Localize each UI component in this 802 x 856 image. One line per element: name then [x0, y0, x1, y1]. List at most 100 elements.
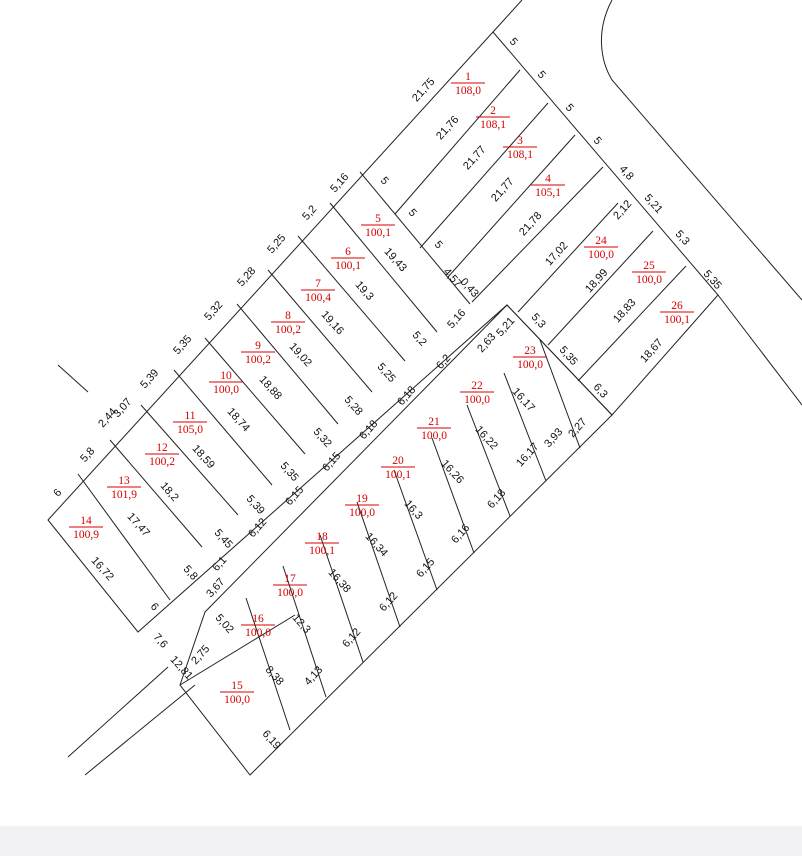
dimension-label: 19,02 [287, 341, 314, 369]
lot-divider [447, 134, 576, 278]
north-block-outline [47, 31, 719, 633]
dimension-label: 6,1 [210, 554, 229, 573]
dimension-label: 5,2 [410, 329, 429, 348]
lot-12: 12 100,2 [145, 442, 179, 468]
lot-number: 16 [252, 613, 264, 625]
dimension-label: 5,25 [375, 361, 398, 385]
lot-divider [319, 534, 364, 663]
dimension-label: 5,21 [494, 315, 517, 339]
dimension-label: 19,3 [353, 279, 376, 303]
dimension-labels: 55554,85,215,35,3521,7521,7621,7721,7721… [51, 36, 724, 752]
dimension-label: 18,67 [638, 337, 665, 365]
dimension-label: 6,15 [283, 484, 306, 508]
dimension-label: 21,78 [517, 210, 544, 238]
lot-divider [503, 372, 547, 482]
lot-area: 100,4 [305, 292, 331, 304]
dimension-label: 21,75 [410, 76, 437, 104]
dimension-label: 16,22 [473, 424, 500, 452]
lot-16: 16 100,0 [241, 613, 275, 639]
dimension-label: 5,16 [445, 307, 468, 331]
lot-area: 100,2 [275, 324, 301, 336]
lot-17: 17 100,0 [273, 573, 307, 599]
lot-divider [297, 235, 406, 362]
dimension-label: 8,38 [263, 664, 286, 688]
dimension-label: 7,6 [151, 631, 170, 650]
access-road-left [67, 666, 169, 758]
lot-labels: 1108,02108,13108,14105,15100,16100,17100… [69, 71, 694, 706]
lot-number: 10 [220, 370, 232, 382]
lot-number: 17 [284, 573, 296, 585]
lot-divider [109, 439, 203, 548]
lot-area: 100,2 [149, 456, 175, 468]
lot-divider [471, 166, 604, 303]
lot-number: 19 [356, 493, 368, 505]
dimension-label: 3,67 [204, 576, 227, 600]
dimension-label: 18,59 [190, 443, 217, 471]
dimension-label: 18,88 [257, 374, 284, 402]
lot-divider [517, 202, 619, 313]
dimension-label: 16,17 [514, 441, 541, 469]
lot-number: 1 [465, 71, 471, 83]
dimension-label: 5,32 [202, 299, 225, 323]
dimension-label: 5,35 [278, 460, 301, 484]
lot-number: 4 [545, 173, 551, 185]
lot-number: 9 [255, 340, 261, 352]
lot-number: 13 [118, 475, 130, 487]
lot-area: 100,0 [588, 249, 614, 261]
dimension-label: 5 [378, 175, 391, 188]
lot-divider [282, 565, 327, 698]
dimension-label: 2,63 [475, 331, 498, 355]
dimension-label: 17,02 [543, 240, 570, 268]
lot-area: 100,0 [277, 587, 303, 599]
lot-divider [179, 614, 296, 686]
dimension-label: 21,76 [434, 114, 461, 142]
lot-number: 11 [184, 410, 195, 422]
dimension-label: 16,34 [363, 531, 390, 559]
dimension-label: 5,21 [642, 192, 665, 216]
dimension-label: 5 [591, 135, 604, 148]
dimension-label: 5 [406, 207, 419, 220]
lot-area: 108,0 [455, 85, 481, 97]
lot-number: 5 [375, 213, 381, 225]
lot-number: 2 [490, 105, 496, 117]
dimension-label: 5,35 [557, 344, 580, 368]
dimension-label: 5,32 [311, 426, 334, 450]
dimension-label: 5,02 [213, 612, 236, 636]
lot-19: 19 100,0 [345, 493, 379, 519]
dimension-label: 16,72 [89, 555, 116, 583]
lot-area: 100,0 [245, 627, 271, 639]
dimension-label: 16,3 [402, 498, 425, 522]
road-edge-top [492, 0, 523, 33]
lot-number: 26 [671, 300, 683, 312]
dimension-label: 19,16 [319, 309, 346, 337]
lot-number: 18 [316, 531, 328, 543]
dimension-label: 16,17 [510, 386, 537, 414]
lot-area: 100,0 [349, 507, 375, 519]
lot-divider [267, 269, 373, 393]
dimension-label: 6 [148, 601, 161, 614]
lot-divider [77, 473, 171, 601]
lot-number: 12 [156, 442, 168, 454]
dimension-label: 3,93 [542, 426, 565, 450]
dimension-label: 5,45 [212, 527, 235, 551]
lot-number: 14 [80, 515, 92, 527]
dimension-label: 5,2 [300, 203, 319, 222]
dimension-label: 17,47 [125, 511, 152, 539]
dimension-label: 5,39 [138, 367, 161, 391]
lot-area: 100,0 [464, 394, 490, 406]
